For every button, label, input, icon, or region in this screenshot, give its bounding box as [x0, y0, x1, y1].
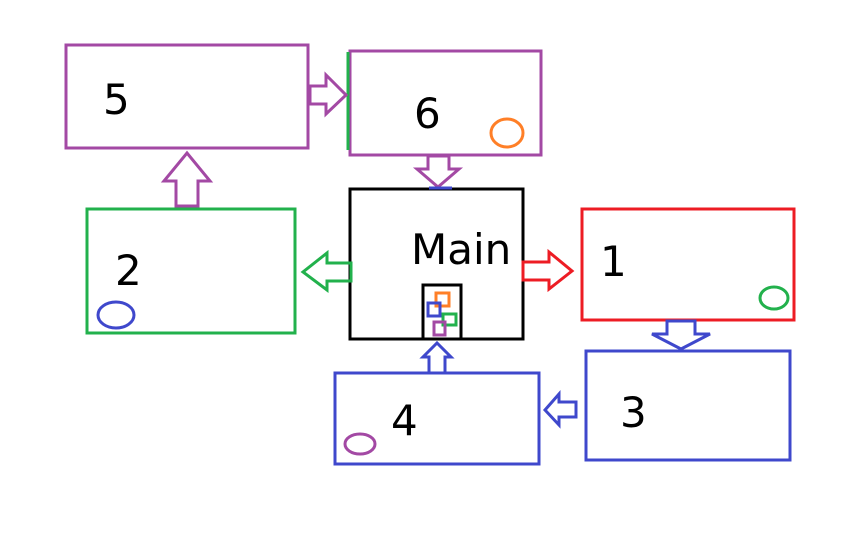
box-4-label: 4: [391, 396, 418, 445]
arrow-box-1-to-box-3: [651, 319, 711, 351]
arrow-main-to-box-2: [300, 249, 353, 293]
arrow-box-3-to-box-4: [542, 390, 578, 429]
arrow-box-6-to-main: [412, 154, 464, 189]
box-2-label: 2: [115, 246, 142, 295]
box-3-label: 3: [620, 388, 647, 437]
box-2: [85, 207, 297, 335]
box-6: [348, 49, 543, 157]
box-5-label: 5: [103, 75, 130, 124]
box-1-label: 1: [600, 237, 627, 286]
main-inset-purple-square: [432, 320, 447, 337]
box-2-circle-marker: [96, 300, 136, 330]
box-5: [64, 43, 310, 150]
arrow-box-4-to-main: [419, 340, 455, 375]
box-3: [584, 349, 792, 462]
arrow-box-5-to-box-6: [308, 71, 349, 118]
box-4: [333, 371, 541, 466]
box-main-label: Main: [411, 225, 511, 274]
box-1-circle-marker: [758, 285, 790, 311]
main-inset-blue-square: [426, 301, 442, 318]
main-inset-orange-square: [434, 291, 451, 308]
main-inset-green-square: [441, 312, 458, 327]
arrow-box-2-to-box-5: [160, 150, 214, 208]
arrow-main-to-box-1: [521, 248, 575, 293]
box-6-circle-marker: [489, 117, 525, 149]
main-inset-frame: [421, 283, 463, 341]
box-6-label: 6: [414, 89, 441, 138]
box-4-circle-marker: [343, 432, 377, 456]
